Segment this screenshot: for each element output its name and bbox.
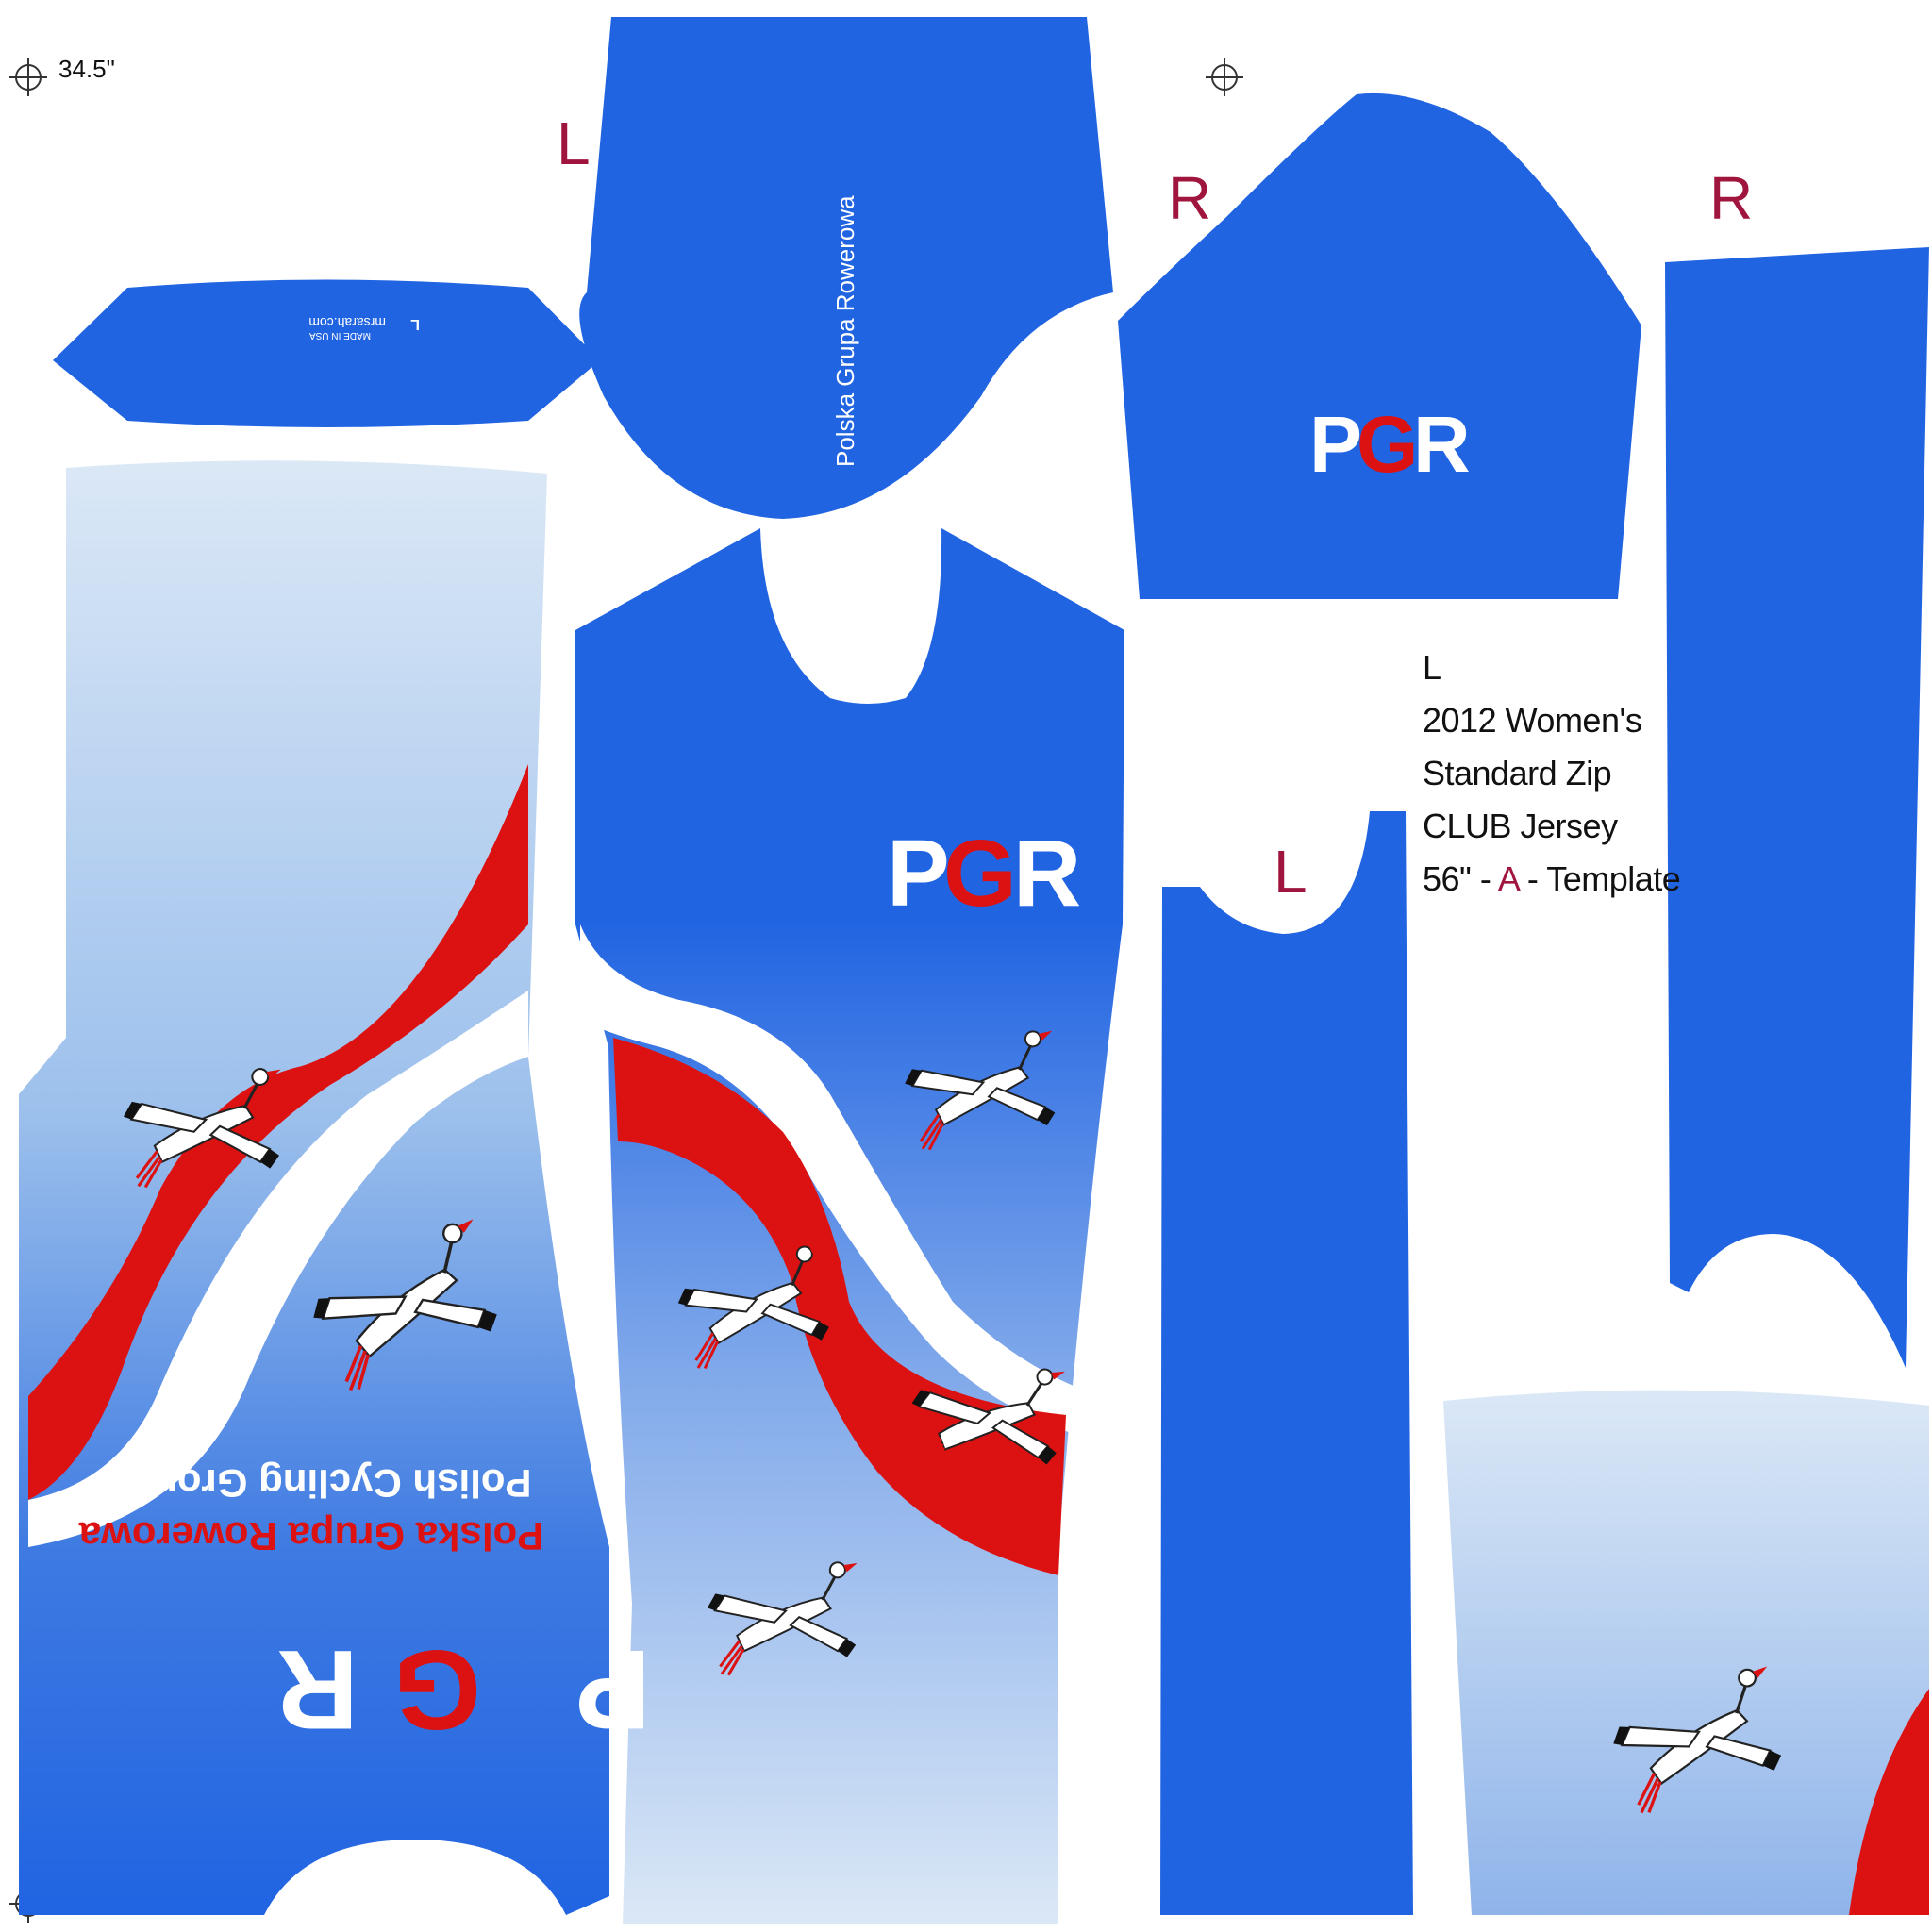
- svg-text:G: G: [1357, 400, 1418, 489]
- template-size: L: [1423, 648, 1441, 687]
- registration-mark-top-left: [9, 58, 47, 96]
- svg-text:P: P: [887, 821, 950, 926]
- svg-text:L: L: [410, 316, 420, 332]
- size-mark-side-right: R: [1709, 164, 1754, 232]
- size-mark-sleeve: R: [1168, 164, 1212, 232]
- svg-text:R: R: [276, 1626, 358, 1753]
- pocket-panel: [1443, 1390, 1929, 1915]
- registration-mark-top-center: [1206, 58, 1243, 96]
- template-line-3: CLUB Jersey: [1423, 807, 1618, 845]
- svg-text:P: P: [1309, 400, 1362, 489]
- pgr-logo-front: P G R: [887, 821, 1081, 926]
- template-line-1: 2012 Women's: [1423, 701, 1642, 740]
- back-text-english: Polish Cycling Group: [128, 1461, 531, 1506]
- collar-piece: [53, 279, 600, 427]
- svg-text:R: R: [1013, 821, 1081, 926]
- back-flag-band: [28, 764, 528, 1500]
- template-line-4-prefix: 56" -: [1423, 859, 1498, 898]
- measurement-label: 34.5": [58, 55, 115, 83]
- svg-text:P: P: [575, 1626, 651, 1753]
- back-text-polish: Polska Grupa Rowerowa: [78, 1514, 543, 1558]
- pgr-logo-sleeve: P G R: [1309, 400, 1471, 489]
- size-mark-side-left: L: [1274, 838, 1307, 906]
- sleeve-piece-right: [1118, 92, 1641, 600]
- side-panel-left: [1160, 811, 1413, 1915]
- svg-text:G: G: [393, 1626, 481, 1753]
- front-white-divider: [580, 924, 1075, 1434]
- svg-text:G: G: [943, 821, 1017, 926]
- yoke-vertical-text: Polska Grupa Rowerowa: [831, 195, 859, 467]
- template-line-2: Standard Zip: [1423, 754, 1612, 792]
- shoulder-yoke-piece: [579, 17, 1113, 519]
- back-white-divider: [28, 991, 528, 1547]
- svg-text:mrsarah.com: mrsarah.com: [308, 315, 386, 330]
- pocket-flag-band: [1849, 1689, 1929, 1915]
- collar-care-label: MADE IN USA mrsarah.com L: [308, 315, 420, 341]
- svg-text:MADE IN USA: MADE IN USA: [309, 330, 371, 341]
- template-line-4-suffix: - Template: [1518, 859, 1681, 898]
- template-line-4-accent: A: [1497, 859, 1519, 898]
- svg-text:R: R: [1413, 400, 1471, 489]
- side-panel-right: [1665, 247, 1929, 1368]
- pgr-logo-back: P G R: [276, 1626, 651, 1753]
- template-info-block: L 2012 Women's Standard Zip CLUB Jersey …: [1423, 641, 1681, 906]
- template-line-4: 56" - A - Template: [1423, 853, 1681, 906]
- size-mark-neck: L: [557, 109, 591, 177]
